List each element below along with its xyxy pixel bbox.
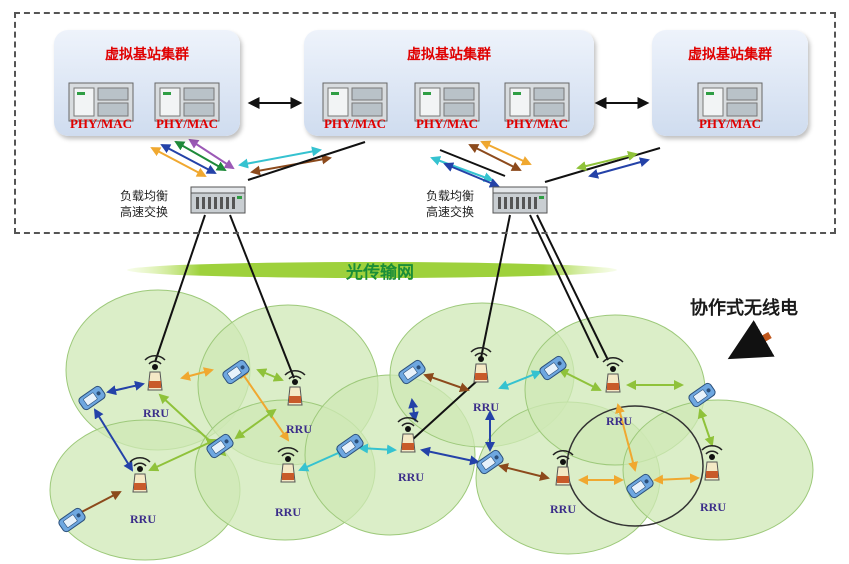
switch-label-line1: 负载均衡 <box>426 189 475 203</box>
phy-mac-label: PHY/MAC <box>415 116 479 131</box>
rru-label: RRU <box>286 422 312 436</box>
cluster-title: 虚拟基站集群 <box>688 47 772 63</box>
server-icon <box>697 82 763 122</box>
fiber-links <box>154 214 609 441</box>
rru-label: RRU <box>473 400 499 414</box>
phy-mac-label: PHY/MAC <box>505 116 569 131</box>
server-icon <box>414 82 480 122</box>
switch-label-line2: 高速交换 <box>120 205 169 219</box>
phy-mac-label: PHY/MAC <box>69 116 133 131</box>
optical-network-label: 光传输网 <box>346 263 414 283</box>
cluster-title: 虚拟基站集群 <box>407 47 491 63</box>
phy-mac-label: PHY/MAC <box>155 116 219 131</box>
rru-label: RRU <box>275 505 301 519</box>
switch-label: 负载均衡 高速交换 <box>120 188 168 220</box>
rru-label: RRU <box>550 502 576 516</box>
cooperative-radio-label: 协作式无线电 <box>690 298 798 319</box>
virtual-bs-cluster-3: 虚拟基站集群 PHY/MAC <box>652 30 808 136</box>
rru-label: RRU <box>130 512 156 526</box>
switch-label-line1: 负载均衡 <box>120 189 169 203</box>
server-icon <box>322 82 388 122</box>
virtual-bs-cluster-2: 虚拟基站集群 PHY/MAC PHY/MAC PHY/MAC <box>304 30 594 136</box>
phy-mac-label: PHY/MAC <box>698 116 762 131</box>
rru-label: RRU <box>143 406 169 420</box>
switch-label: 负载均衡 高速交换 <box>426 188 474 220</box>
switch-label-line2: 高速交换 <box>426 205 475 219</box>
cluster-title: 虚拟基站集群 <box>105 47 189 63</box>
virtual-bbu-pool-boundary <box>14 12 836 234</box>
switch-icon <box>190 186 246 214</box>
uplink-arrows <box>150 138 661 188</box>
server-icon <box>68 82 134 122</box>
coverage-cells <box>49 289 814 561</box>
server-icon <box>154 82 220 122</box>
switch-icon <box>492 186 548 214</box>
rru-label: RRU <box>398 470 424 484</box>
rru-label: RRU <box>606 414 632 428</box>
virtual-bs-cluster-1: 虚拟基站集群 PHY/MAC PHY/MAC <box>54 30 240 136</box>
server-icon <box>504 82 570 122</box>
cooperative-arrow <box>727 320 775 360</box>
phy-mac-label: PHY/MAC <box>323 116 387 131</box>
rru-label: RRU <box>700 500 726 514</box>
coverage-cell <box>622 399 814 541</box>
